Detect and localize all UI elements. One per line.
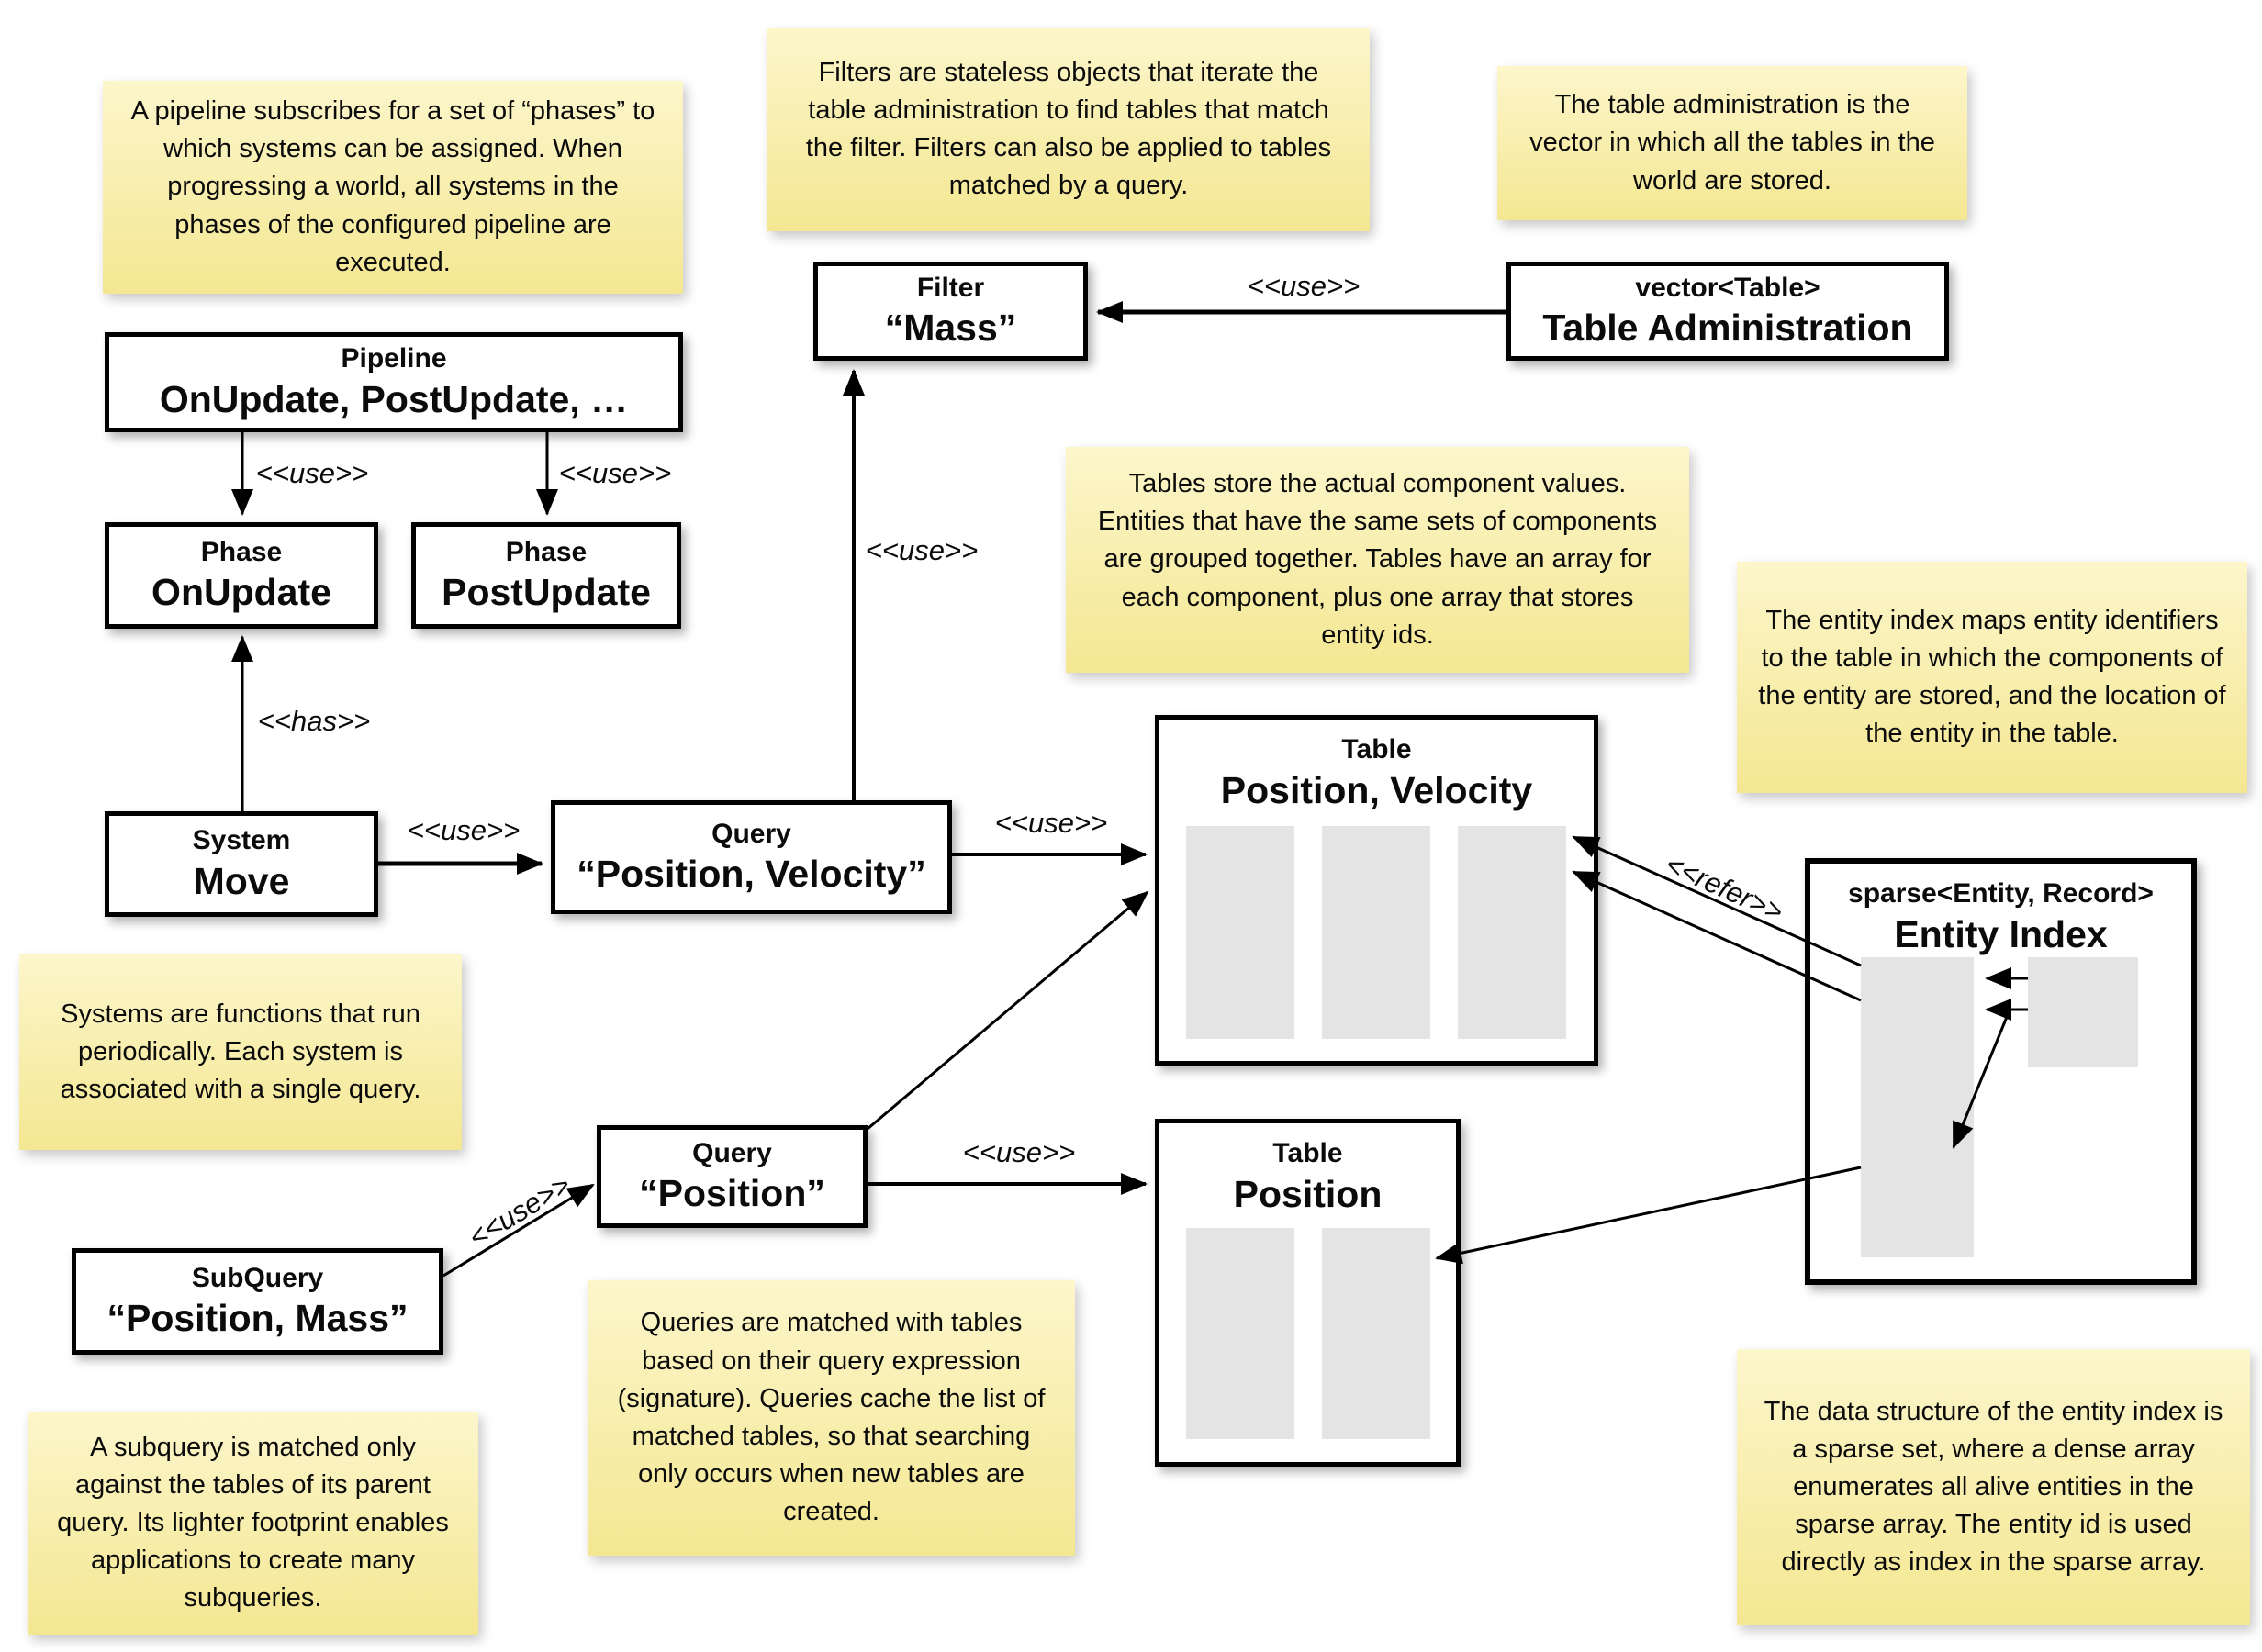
note-table-administration: The table administration is the vector i… — [1497, 66, 1967, 220]
edge-label-use-pipeline-onupdate: <<use>> — [255, 457, 369, 489]
node-subquery-position-mass-type: SubQuery — [191, 1262, 324, 1293]
component-array-position — [1186, 826, 1294, 1039]
node-query-position-velocity-name: “Position, Velocity” — [577, 853, 926, 896]
node-phase-postupdate: Phase PostUpdate — [411, 522, 681, 629]
sparse-array — [1861, 957, 1974, 1257]
node-table-administration: vector<Table> Table Administration — [1506, 262, 1949, 361]
edge-label-use-tableadmin-filter: <<use>> — [1247, 270, 1361, 302]
note-tables: Tables store the actual component values… — [1066, 447, 1689, 673]
edge-label-use-pipeline-postupdate: <<use>> — [558, 457, 672, 489]
edge-label-use-system-query: <<use>> — [407, 814, 521, 846]
position-component-array — [1186, 1228, 1294, 1439]
edge-label-use-query-filter: <<use>> — [865, 534, 979, 566]
node-table-position-velocity-type: Table — [1341, 734, 1412, 765]
node-filter-mass-type: Filter — [916, 272, 985, 303]
note-filters: Filters are stateless objects that itera… — [767, 28, 1370, 231]
edge-label-refer-entityindex-table: <<refer>> — [1660, 847, 1788, 929]
note-sparse-set: The data structure of the entity index i… — [1737, 1349, 2250, 1625]
node-system-move-type: System — [192, 825, 291, 856]
node-table-position-velocity-name: Position, Velocity — [1220, 768, 1533, 811]
note-queries: Queries are matched with tables based on… — [588, 1280, 1075, 1556]
node-table-position-type: Table — [1272, 1138, 1343, 1168]
node-system-move: System Move — [105, 811, 378, 917]
node-phase-onupdate: Phase OnUpdate — [105, 522, 378, 629]
node-phase-postupdate-type: Phase — [505, 536, 588, 567]
edge-label-has-system-phase: <<has>> — [257, 705, 371, 737]
node-pipeline-type: Pipeline — [341, 343, 447, 374]
node-subquery-position-mass: SubQuery “Position, Mass” — [72, 1248, 443, 1355]
position-entity-id-array — [1322, 1228, 1430, 1439]
node-subquery-position-mass-name: “Position, Mass” — [106, 1297, 409, 1340]
node-phase-postupdate-name: PostUpdate — [442, 571, 651, 614]
node-system-move-name: Move — [193, 859, 290, 902]
edge-query-pos-table-pos-vel — [867, 890, 1149, 1131]
edge-label-use-query-table: <<use>> — [994, 807, 1108, 839]
node-entity-index-name: Entity Index — [1894, 912, 2108, 955]
node-pipeline: Pipeline OnUpdate, PostUpdate, … — [105, 332, 683, 432]
note-subquery: A subquery is matched only against the t… — [28, 1412, 478, 1635]
node-query-position-velocity: Query “Position, Velocity” — [551, 800, 952, 914]
note-pipeline: A pipeline subscribes for a set of “phas… — [103, 81, 683, 294]
edge-label-use-querypos-tablepos: <<use>> — [962, 1136, 1076, 1168]
node-pipeline-name: OnUpdate, PostUpdate, … — [159, 377, 629, 420]
node-phase-onupdate-type: Phase — [200, 536, 283, 567]
node-table-administration-name: Table Administration — [1542, 307, 1913, 350]
node-filter-mass: Filter “Mass” — [813, 262, 1088, 361]
node-filter-mass-name: “Mass” — [884, 307, 1017, 350]
node-entity-index-type: sparse<Entity, Record> — [1848, 878, 2154, 909]
node-table-administration-type: vector<Table> — [1635, 272, 1820, 303]
node-query-position-type: Query — [692, 1137, 772, 1168]
node-table-position-name: Position — [1233, 1172, 1383, 1215]
node-query-position-name: “Position” — [639, 1172, 825, 1215]
edge-label-use-subquery-query: <<use>> — [463, 1168, 577, 1255]
note-entity-index: The entity index maps entity identifiers… — [1737, 562, 2247, 793]
node-query-position: Query “Position” — [597, 1125, 868, 1228]
node-query-position-velocity-type: Query — [711, 818, 791, 849]
component-array-velocity — [1322, 826, 1430, 1039]
node-phase-onupdate-name: OnUpdate — [151, 571, 331, 614]
note-systems: Systems are functions that run periodica… — [19, 954, 462, 1150]
edge-entity-index-refer-table-position — [1435, 1166, 1862, 1265]
entity-id-array — [1458, 826, 1566, 1039]
dense-array — [2028, 957, 2138, 1067]
